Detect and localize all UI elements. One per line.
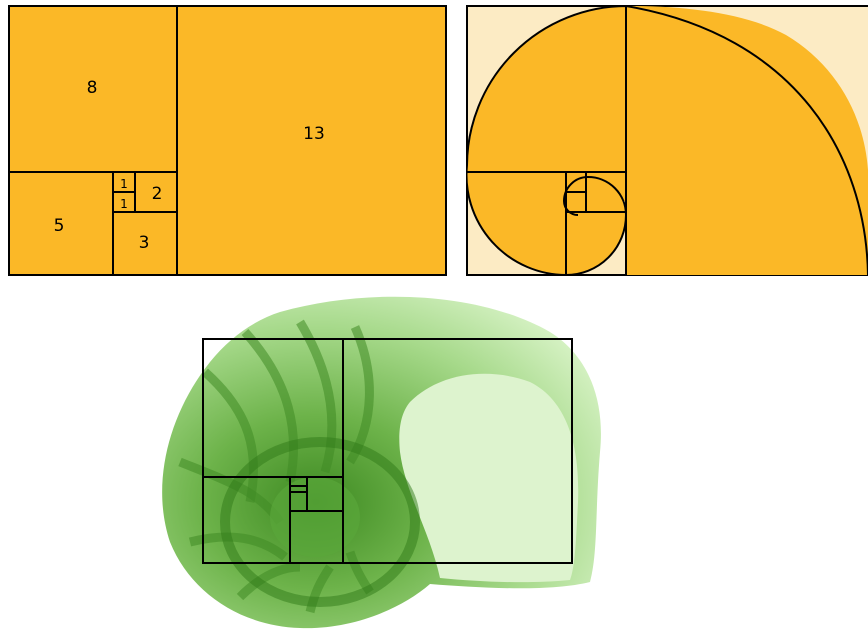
square-1b xyxy=(112,191,136,213)
fibonacci-squares-panel: 13 8 5 3 2 1 1 xyxy=(8,5,447,276)
shell-aperture xyxy=(399,373,579,583)
label-8: 8 xyxy=(87,78,98,98)
square-3 xyxy=(112,211,178,276)
square-13 xyxy=(176,5,447,276)
square-8 xyxy=(8,5,178,173)
label-3: 3 xyxy=(139,233,150,253)
nautilus-shell-panel xyxy=(162,296,601,629)
label-2: 2 xyxy=(152,184,163,204)
label-1b: 1 xyxy=(120,197,128,211)
label-13: 13 xyxy=(303,124,325,144)
shell-inner-coil xyxy=(220,437,420,607)
shell-core xyxy=(270,477,360,557)
label-5: 5 xyxy=(54,216,65,236)
golden-spiral-panel xyxy=(466,5,868,277)
fibonacci-overlay xyxy=(202,338,573,564)
label-1a: 1 xyxy=(120,177,128,191)
